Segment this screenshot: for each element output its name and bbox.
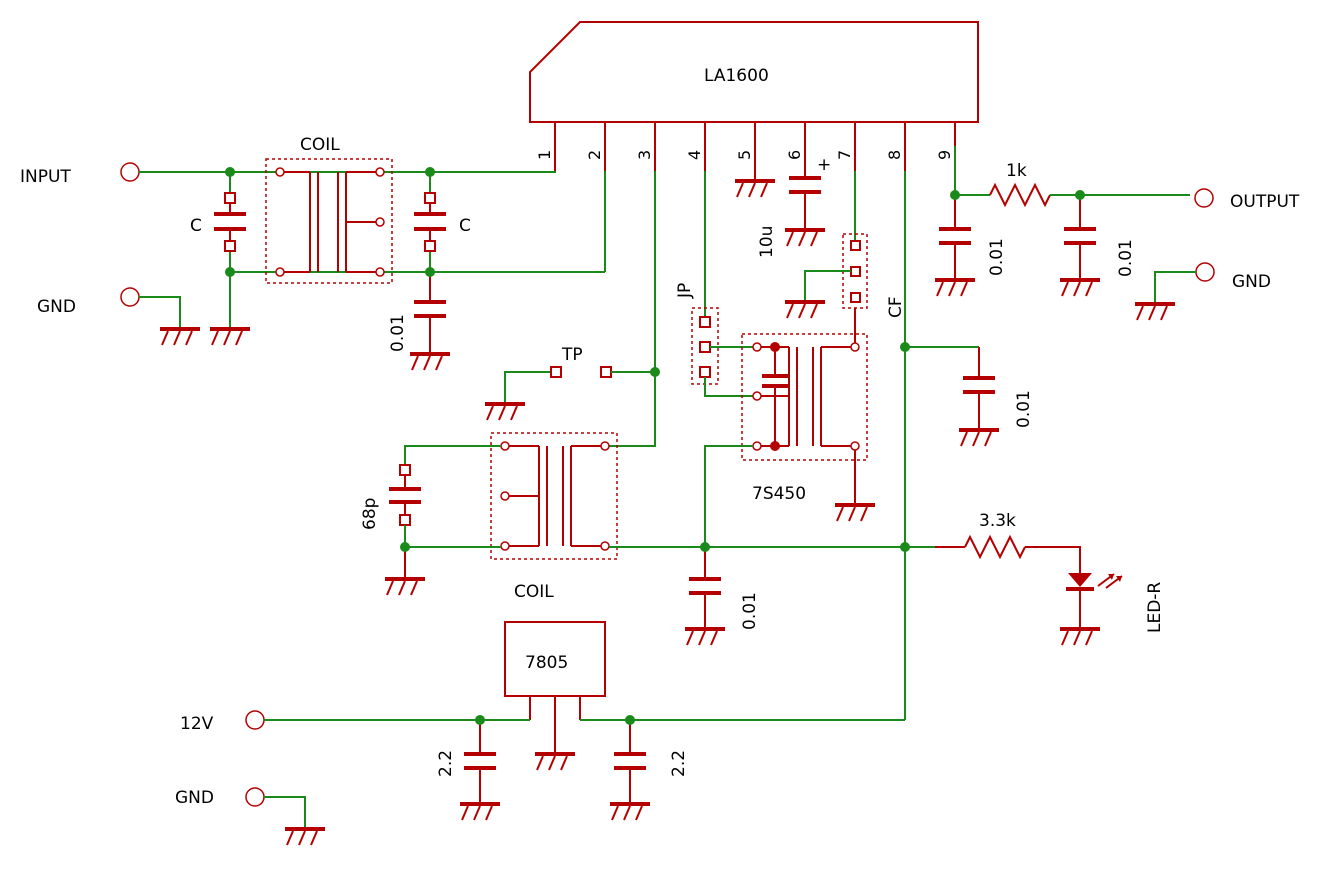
capacitor-c-right bbox=[414, 192, 446, 252]
test-point bbox=[483, 366, 660, 422]
gnd-label-3: GND bbox=[175, 788, 214, 808]
capacitor-10u: + bbox=[783, 155, 831, 248]
c-reg-in-label: 2.2 bbox=[436, 750, 456, 777]
cf-label: CF bbox=[886, 296, 906, 318]
power-section: 12V GND 2.2 2.2 bbox=[175, 710, 905, 847]
gnd-terminal-1 bbox=[120, 287, 140, 307]
cap-10u-plus: + bbox=[817, 155, 831, 175]
coil-input-label: COIL bbox=[300, 135, 340, 155]
c-reg-out-label: 2.2 bbox=[669, 750, 689, 777]
c-68p-label: 68p bbox=[360, 498, 380, 530]
capacitor-input-001 bbox=[408, 272, 452, 372]
gnd-label-2: GND bbox=[1232, 272, 1271, 292]
regulator-7805: 7805 bbox=[504, 621, 606, 772]
input-label: INPUT bbox=[20, 167, 71, 187]
v12-label: 12V bbox=[180, 714, 214, 734]
coil-input bbox=[265, 158, 393, 284]
gnd-label-1: GND bbox=[37, 297, 76, 317]
gnd-terminal-3 bbox=[245, 787, 265, 807]
capacitor-reg-out bbox=[608, 720, 652, 822]
jumper-jp bbox=[691, 171, 753, 397]
v12-terminal bbox=[245, 710, 265, 730]
ic-la1600: LA1600 1 2 3 4 5 6 7 8 9 bbox=[529, 21, 979, 181]
pin-6-label: 6 bbox=[785, 150, 804, 160]
jumper-cf bbox=[783, 171, 868, 343]
input-section: INPUT GND C bbox=[20, 135, 606, 372]
filter-7s450 bbox=[704, 333, 877, 547]
jp-label: JP bbox=[675, 283, 695, 299]
gnd-terminal-2 bbox=[1195, 262, 1215, 282]
tp-label: TP bbox=[561, 345, 583, 365]
capacitor-out1 bbox=[933, 195, 977, 298]
reg-label: 7805 bbox=[525, 653, 568, 673]
ic-name: LA1600 bbox=[704, 66, 769, 86]
pin8-rail bbox=[900, 171, 1001, 720]
r-led-label: 3.3k bbox=[979, 511, 1016, 531]
r-out-label: 1k bbox=[1006, 161, 1027, 181]
c-input-001-label: 0.01 bbox=[388, 314, 408, 352]
pin-8-label: 8 bbox=[885, 150, 904, 160]
cap-10u-label: 10u bbox=[757, 226, 777, 258]
c-out1-label: 0.01 bbox=[987, 238, 1007, 276]
c-right-label: C bbox=[459, 216, 471, 236]
coil-oscillator bbox=[404, 171, 656, 560]
bus-547 bbox=[400, 542, 935, 647]
output-section: 1k OUTPUT 0.01 0.01 GND bbox=[933, 146, 1300, 322]
output-terminal bbox=[1194, 188, 1214, 208]
pin-3-label: 3 bbox=[635, 150, 654, 160]
capacitor-68p bbox=[383, 464, 427, 597]
ic-pin-numbers: 1 2 3 4 5 6 7 8 9 bbox=[535, 150, 954, 160]
c-bus-label: 0.01 bbox=[740, 592, 760, 630]
capacitor-c-left bbox=[214, 192, 246, 252]
coil-osc-label: COIL bbox=[514, 582, 554, 602]
led-label: LED-R bbox=[1145, 582, 1165, 633]
pin-7-label: 7 bbox=[835, 150, 854, 160]
c-cf-label: 0.01 bbox=[1014, 390, 1034, 428]
led-branch bbox=[935, 534, 1123, 647]
capacitor-reg-in bbox=[458, 720, 502, 822]
capacitor-out2 bbox=[1058, 195, 1102, 298]
pin-1-label: 1 bbox=[535, 150, 554, 160]
pin-9-label: 9 bbox=[935, 150, 954, 160]
c-left-label: C bbox=[190, 216, 202, 236]
c-out2-label: 0.01 bbox=[1116, 239, 1136, 277]
pin-5-label: 5 bbox=[735, 150, 754, 160]
input-terminal bbox=[120, 162, 140, 182]
filter-label: 7S450 bbox=[752, 484, 806, 504]
pin-2-label: 2 bbox=[585, 150, 604, 160]
output-label: OUTPUT bbox=[1230, 192, 1300, 212]
pin-4-label: 4 bbox=[685, 150, 704, 160]
